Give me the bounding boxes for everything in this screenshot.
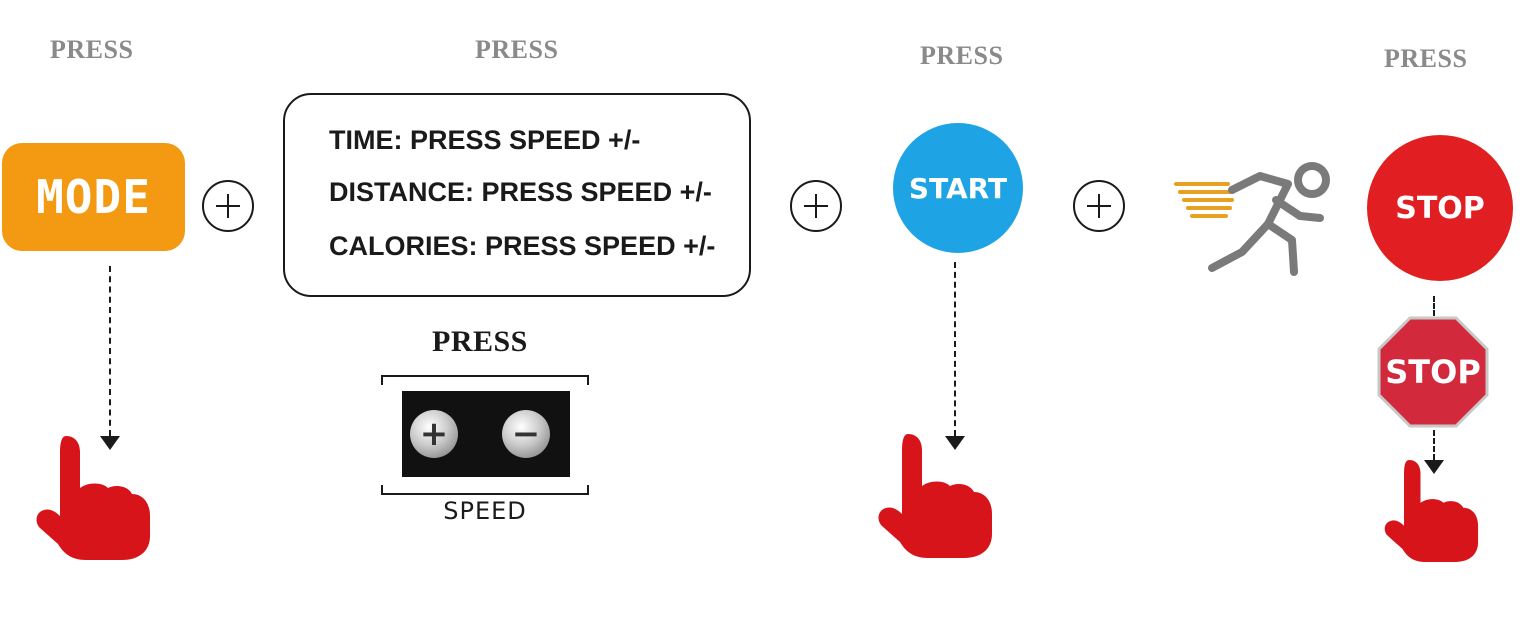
arrowhead-mode-icon (100, 436, 120, 450)
stop-sign-icon: STOP (1377, 316, 1489, 428)
press-label-speed: PRESS (432, 325, 528, 358)
bracket-top (381, 375, 589, 385)
running-man-icon (1174, 162, 1330, 276)
hand-pointer-icon (878, 434, 992, 558)
press-label-settings: PRESS (475, 35, 559, 64)
dotted-arrow-start (954, 262, 956, 436)
arrowhead-stop-icon (1424, 460, 1444, 474)
arrowhead-start-icon (945, 436, 965, 450)
dotted-line-stop-top (1433, 296, 1435, 316)
bracket-bottom (381, 485, 589, 495)
speed-control-panel: + − SPEED (381, 375, 589, 525)
start-button[interactable]: START (893, 123, 1023, 253)
speed-buttons-screen: + − (402, 391, 570, 477)
calories-instruction: CALORIES: PRESS SPEED +/- (329, 231, 716, 261)
press-label-stop: PRESS (1384, 44, 1468, 73)
stop-button[interactable]: STOP (1367, 135, 1513, 281)
speed-minus-button[interactable]: − (502, 410, 550, 458)
dotted-arrow-stop (1433, 430, 1435, 460)
stop-sign-label: STOP (1385, 353, 1481, 391)
speed-label: SPEED (443, 497, 527, 525)
mode-button[interactable]: MODE (2, 143, 185, 251)
start-button-label: START (908, 171, 1008, 205)
plus-circle-icon (790, 180, 842, 232)
press-label-mode: PRESS (50, 35, 134, 64)
plus-circle-icon (202, 180, 254, 232)
mode-button-label: MODE (36, 170, 151, 224)
plus-circle-icon (1073, 180, 1125, 232)
distance-instruction: DISTANCE: PRESS SPEED +/- (329, 177, 712, 207)
hand-pointer-icon (1384, 460, 1479, 562)
hand-pointer-icon (36, 436, 150, 560)
speed-plus-button[interactable]: + (410, 410, 458, 458)
octagon-shape (1377, 316, 1489, 428)
dotted-arrow-mode (109, 266, 111, 436)
press-label-start: PRESS (920, 41, 1004, 70)
time-instruction: TIME: PRESS SPEED +/- (329, 125, 641, 155)
stop-button-label: STOP (1395, 190, 1485, 226)
settings-instructions-box: TIME: PRESS SPEED +/- DISTANCE: PRESS SP… (283, 93, 751, 297)
